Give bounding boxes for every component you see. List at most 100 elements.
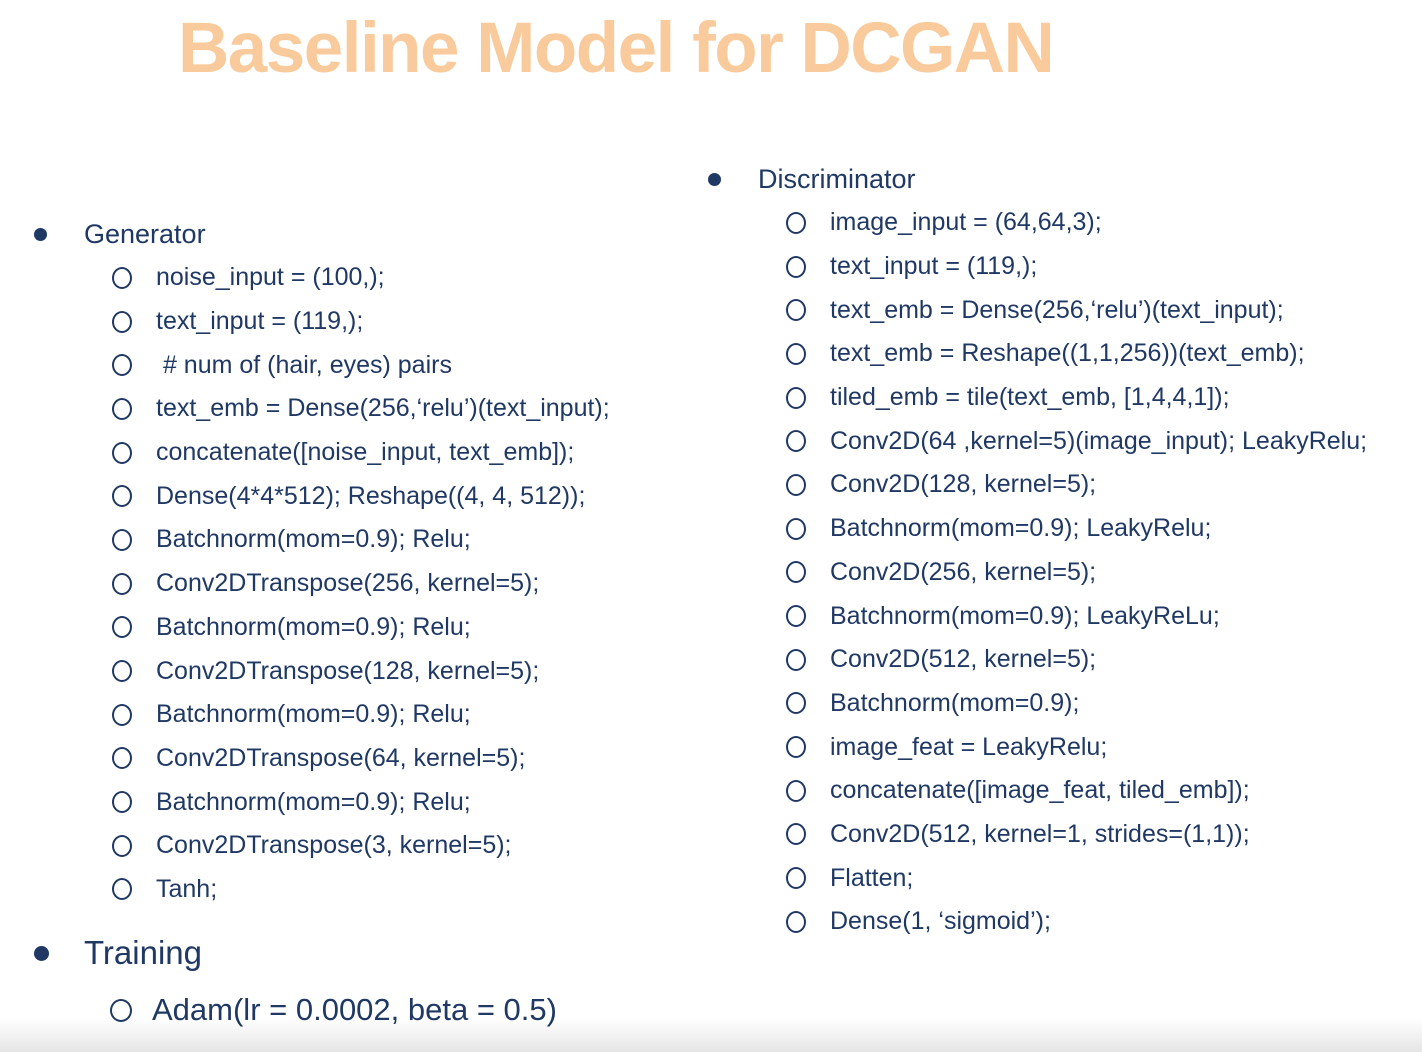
item-label: Conv2D(512, kernel=1, strides=(1,1)); — [830, 819, 1250, 848]
list-item: Conv2D(64 ,kernel=5)(image_input); Leaky… — [706, 419, 1367, 463]
item-label: Batchnorm(mom=0.9); Relu; — [156, 612, 471, 641]
generator-label: Generator — [84, 218, 206, 249]
list-item: Conv2D(256, kernel=5); — [706, 551, 1367, 595]
list-item: image_feat = LeakyRelu; — [706, 725, 1367, 769]
list-item: text_emb = Reshape((1,1,256))(text_emb); — [706, 332, 1367, 376]
list-item: Batchnorm(mom=0.9); Relu; — [32, 518, 610, 562]
item-label: Dense(4*4*512); Reshape((4, 4, 512)); — [156, 481, 586, 510]
circle-bullet-icon — [786, 342, 806, 365]
circle-bullet-icon — [786, 517, 806, 540]
circle-bullet-icon — [786, 867, 806, 890]
item-label: text_emb = Dense(256,‘relu’)(text_input)… — [156, 394, 610, 423]
item-label: Conv2D(512, kernel=5); — [830, 645, 1097, 674]
list-item: text_emb = Dense(256,‘relu’)(text_input)… — [706, 288, 1367, 332]
list-item: text_emb = Dense(256,‘relu’)(text_input)… — [32, 387, 610, 431]
list-item: Batchnorm(mom=0.9); Relu; — [32, 606, 610, 650]
discriminator-item-list: image_input = (64,64,3); text_input = (1… — [706, 201, 1367, 944]
item-label: Dense(1, ‘sigmoid’); — [830, 907, 1051, 936]
training-header: Training — [32, 928, 557, 978]
circle-bullet-icon — [112, 572, 132, 595]
list-item: Conv2DTranspose(256, kernel=5); — [32, 562, 610, 606]
item-label: Adam(lr = 0.0002, beta = 0.5) — [152, 992, 557, 1027]
list-item: concatenate([image_feat, tiled_emb]); — [706, 769, 1367, 813]
list-item: Dense(1, ‘sigmoid’); — [706, 900, 1367, 944]
item-label: image_feat = LeakyRelu; — [830, 732, 1108, 761]
item-label: Flatten; — [830, 863, 914, 892]
list-item: noise_input = (100,); — [32, 256, 610, 300]
list-item: image_input = (64,64,3); — [706, 201, 1367, 245]
circle-bullet-icon — [112, 397, 132, 420]
circle-bullet-icon — [112, 878, 132, 901]
item-label: Conv2D(128, kernel=5); — [830, 470, 1097, 499]
list-item: Conv2DTranspose(3, kernel=5); — [32, 824, 610, 868]
circle-bullet-icon — [786, 255, 806, 278]
list-item: Adam(lr = 0.0002, beta = 0.5) — [32, 984, 557, 1036]
circle-bullet-icon — [786, 736, 806, 759]
circle-bullet-icon — [786, 823, 806, 846]
circle-bullet-icon — [112, 528, 132, 551]
item-label: Batchnorm(mom=0.9); Relu; — [156, 787, 471, 816]
list-item: Batchnorm(mom=0.9); — [706, 682, 1367, 726]
page-title: Baseline Model for DCGAN — [178, 9, 1055, 88]
circle-bullet-icon — [786, 473, 806, 496]
circle-bullet-icon — [786, 299, 806, 322]
circle-bullet-icon — [112, 616, 132, 639]
training-label: Training — [84, 934, 202, 971]
circle-bullet-icon — [112, 834, 132, 857]
list-item: Conv2DTranspose(128, kernel=5); — [32, 649, 610, 693]
circle-bullet-icon — [786, 430, 806, 453]
filled-bullet-icon — [34, 227, 47, 241]
item-label: text_input = (119,); — [156, 307, 364, 336]
circle-bullet-icon — [112, 747, 132, 770]
filled-bullet-icon — [34, 945, 49, 961]
circle-bullet-icon — [786, 648, 806, 671]
item-label: text_emb = Reshape((1,1,256))(text_emb); — [830, 339, 1305, 368]
circle-bullet-icon — [112, 441, 132, 464]
circle-bullet-icon — [786, 211, 806, 234]
generator-header: Generator — [32, 212, 610, 256]
item-label: Conv2DTranspose(3, kernel=5); — [156, 831, 512, 860]
item-label: Batchnorm(mom=0.9); — [830, 688, 1080, 717]
circle-bullet-icon — [112, 660, 132, 683]
circle-bullet-icon — [112, 266, 132, 289]
list-item: Batchnorm(mom=0.9); Relu; — [32, 693, 610, 737]
item-label: text_input = (119,); — [830, 252, 1038, 281]
item-label: Batchnorm(mom=0.9); Relu; — [156, 525, 471, 554]
list-item: Conv2D(512, kernel=5); — [706, 638, 1367, 682]
discriminator-header: Discriminator — [706, 157, 1367, 201]
circle-bullet-icon — [786, 692, 806, 715]
circle-bullet-icon — [112, 310, 132, 333]
circle-bullet-icon — [112, 703, 132, 726]
item-label: concatenate([image_feat, tiled_emb]); — [830, 776, 1250, 805]
item-label: Conv2DTranspose(256, kernel=5); — [156, 569, 540, 598]
discriminator-label: Discriminator — [758, 163, 916, 194]
circle-bullet-icon — [786, 561, 806, 584]
list-item: Batchnorm(mom=0.9); LeakyReLu; — [706, 594, 1367, 638]
circle-bullet-icon — [112, 485, 132, 508]
item-label: Conv2D(64 ,kernel=5)(image_input); Leaky… — [830, 426, 1368, 455]
item-label: concatenate([noise_input, text_emb]); — [156, 438, 575, 467]
circle-bullet-icon — [786, 910, 806, 933]
circle-bullet-icon — [112, 791, 132, 814]
circle-bullet-icon — [110, 998, 132, 1022]
training-item-list: Adam(lr = 0.0002, beta = 0.5) — [32, 984, 557, 1036]
item-label: Conv2DTranspose(128, kernel=5); — [156, 656, 540, 685]
list-item: Flatten; — [706, 856, 1367, 900]
generator-section: Generator noise_input = (100,); text_inp… — [32, 212, 610, 911]
list-item: text_input = (119,); — [32, 300, 610, 344]
training-section: Training Adam(lr = 0.0002, beta = 0.5) — [32, 928, 557, 1036]
generator-item-list: noise_input = (100,); text_input = (119,… — [32, 256, 610, 911]
list-item: text_input = (119,); — [706, 245, 1367, 289]
list-item: Conv2DTranspose(64, kernel=5); — [32, 737, 610, 781]
list-item: Dense(4*4*512); Reshape((4, 4, 512)); — [32, 474, 610, 518]
list-item: concatenate([noise_input, text_emb]); — [32, 431, 610, 475]
circle-bullet-icon — [112, 354, 132, 377]
list-item: Batchnorm(mom=0.9); Relu; — [32, 780, 610, 824]
item-label: image_input = (64,64,3); — [830, 208, 1102, 237]
item-label: text_emb = Dense(256,‘relu’)(text_input)… — [830, 295, 1284, 324]
item-label: Tanh; — [156, 874, 218, 903]
item-label: # num of (hair, eyes) pairs — [156, 350, 452, 379]
item-label: tiled_emb = tile(text_emb, [1,4,4,1]); — [830, 383, 1230, 412]
discriminator-section: Discriminator image_input = (64,64,3); t… — [706, 157, 1367, 944]
